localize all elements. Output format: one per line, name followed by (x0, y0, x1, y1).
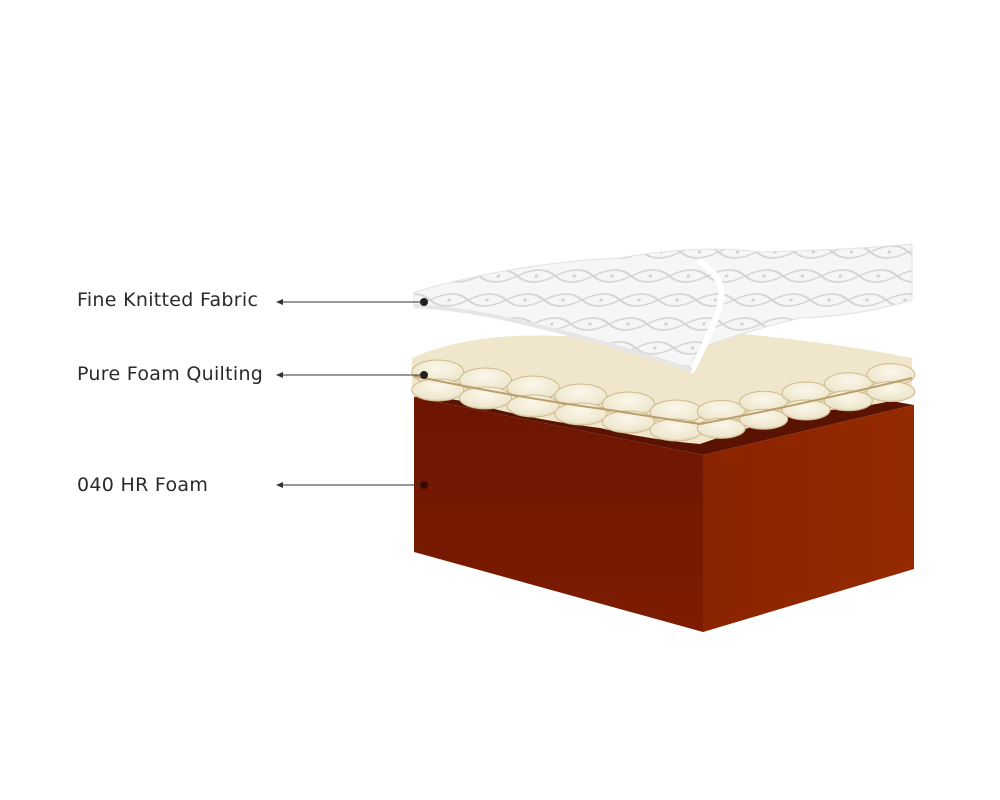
arrow-left-icon (276, 482, 283, 488)
leader-quilting (276, 371, 428, 379)
leader-dot (420, 371, 428, 379)
leader-dot (420, 298, 428, 306)
knitted-fabric-sheet (413, 243, 913, 373)
fabric-fold-edge (689, 259, 725, 373)
foam-right-face (703, 405, 914, 632)
leader-fabric (276, 298, 428, 306)
arrow-left-icon (276, 372, 283, 378)
foam-front-face (414, 397, 703, 632)
label-040-hr-foam: 040 HR Foam (77, 474, 209, 496)
label-pure-foam-quilting: Pure Foam Quilting (77, 363, 264, 385)
quilting-puff (696, 417, 746, 439)
arrow-left-icon (276, 299, 283, 305)
leader-dot (420, 481, 428, 489)
foam-quilting-layer (411, 330, 916, 444)
leader-foam (276, 481, 428, 489)
quilting-puffs-front (411, 359, 703, 442)
quilting-seam (413, 375, 913, 426)
quilting-puff (602, 410, 655, 434)
quilting-puff (866, 381, 916, 403)
quilting-puff (411, 378, 465, 402)
fabric-front-edge (413, 304, 693, 372)
label-fine-knitted-fabric: Fine Knitted Fabric (77, 289, 259, 311)
